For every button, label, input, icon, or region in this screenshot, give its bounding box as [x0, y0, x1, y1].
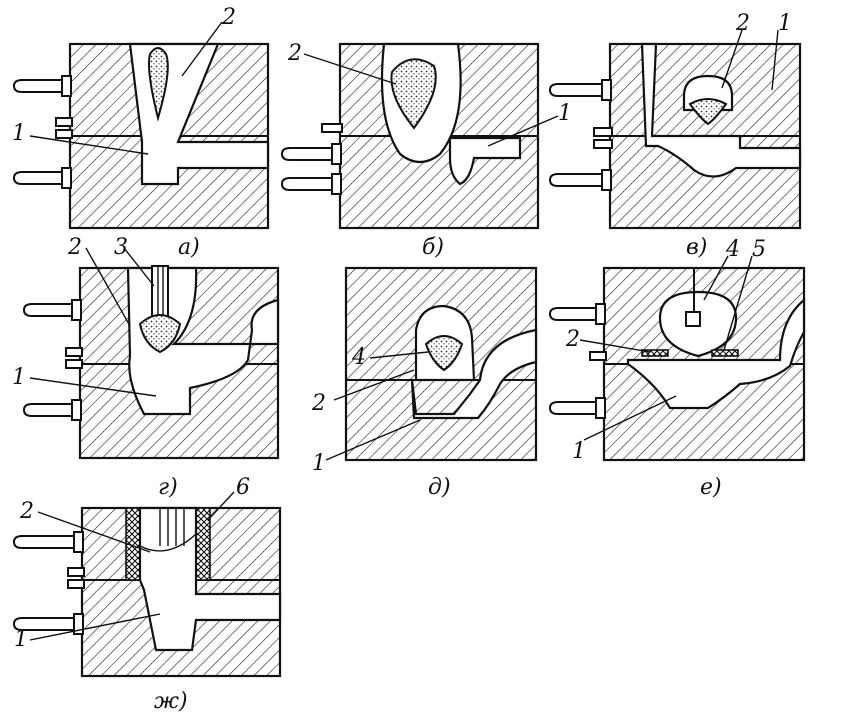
cavity [410, 328, 538, 420]
label-1: 1 [558, 101, 572, 126]
label-2: 2 [67, 235, 82, 260]
panel-c: 2 1 в) [548, 11, 802, 260]
ejector-pins [548, 79, 613, 191]
ejector-pins [12, 531, 85, 635]
panel-g: 2 6 1 ж) [12, 475, 282, 714]
caption: б) [422, 235, 444, 260]
label-2: 2 [311, 391, 326, 416]
label-6: 6 [236, 475, 250, 500]
metal-charge [138, 314, 182, 354]
panel-f: 4 5 2 1 е) [548, 237, 806, 500]
panel-b: 2 1 б) [280, 41, 572, 260]
metal-charge [390, 58, 437, 130]
rod [151, 265, 169, 323]
caption: г) [158, 475, 178, 500]
cavity [640, 42, 802, 178]
insert [641, 349, 669, 357]
label-1: 1 [312, 451, 326, 476]
label-1: 1 [12, 365, 26, 390]
cavity [138, 506, 282, 652]
panel-a: 2 1 а) [12, 5, 270, 260]
caption: д) [428, 475, 451, 500]
label-2: 2 [565, 327, 580, 352]
cavity [626, 297, 806, 410]
label-1: 1 [572, 439, 586, 464]
panel-e: 4 2 1 д) [311, 266, 538, 500]
ejector-pins [12, 75, 73, 189]
ejector-pins [548, 303, 607, 419]
label-1: 1 [14, 627, 28, 652]
label-1: 1 [778, 11, 792, 36]
caption: ж) [154, 689, 188, 714]
metal-charge [148, 47, 169, 122]
label-1: 1 [12, 121, 26, 146]
label-4: 4 [351, 345, 366, 370]
sleeve-right [195, 507, 211, 581]
caption: а) [178, 235, 200, 260]
insert [711, 349, 739, 357]
caption: е) [700, 475, 722, 500]
label-2: 2 [221, 5, 236, 30]
metal-charge [424, 335, 464, 372]
cavity [448, 136, 522, 186]
label-2: 2 [735, 11, 750, 36]
label-4: 4 [725, 237, 740, 262]
rod [685, 268, 701, 327]
plunger [159, 508, 185, 546]
ejector-pins [22, 299, 83, 421]
label-5: 5 [752, 237, 766, 262]
metal-charge [688, 98, 728, 126]
label-2: 2 [287, 41, 302, 66]
ejector-pins [280, 123, 343, 195]
label-3: 3 [114, 235, 128, 260]
caption: в) [686, 235, 707, 260]
panel-d: 2 3 1 г) [12, 235, 280, 500]
label-2: 2 [19, 499, 34, 524]
